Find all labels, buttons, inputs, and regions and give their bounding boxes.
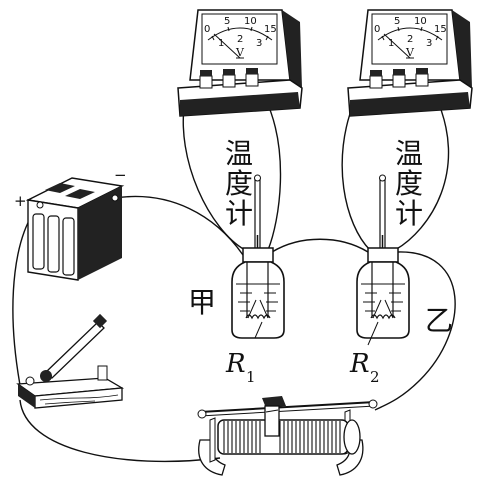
voltmeter-left: 0 5 10 15 1 2 3 V [177,9,303,117]
thermometer-left-char-1: 温 [225,137,253,170]
thermometer-label-left: 温 度 计 [225,137,253,230]
voltmeter-right-dial-arc [377,27,443,41]
jar-right-coil [371,262,394,318]
thermometer-right-char-2: 度 [395,167,423,200]
thermometer-left-char-2: 度 [225,167,253,200]
voltmeter-right-scale-2: 2 [407,34,413,45]
battery: + − [14,166,127,281]
wire-switch-to-rheostat [19,399,221,463]
resistor-left-pointer [254,321,263,339]
battery-plus-label: + [14,192,27,210]
rheostat-slider [262,396,286,437]
wire-voltmeter-left-b [264,97,282,251]
resistor-left-subscript: 1 [246,368,256,386]
wire-jar-left-to-jar-right [271,238,369,253]
wire-battery-to-jar-left [114,195,244,256]
voltmeter-right-terminals [369,68,429,89]
voltmeter-left-scale-10: 10 [244,16,257,27]
jar-left-liquid [236,283,280,312]
wire-voltmeter-right-b [394,94,450,251]
thermometer-left-char-3: 计 [225,197,253,230]
wire-voltmeter-right-a [341,99,371,251]
voltmeter-left-scale-0: 0 [204,24,210,35]
voltmeter-left-scale-1: 1 [218,38,224,49]
voltmeter-left-terminals [199,68,259,89]
voltmeter-left-needle [213,33,241,59]
voltmeter-right-scale-3: 3 [426,38,432,49]
jar-left-coil [246,262,269,318]
voltmeter-left-scale-15: 15 [264,24,277,35]
voltmeter-right-scale-5: 5 [394,16,400,27]
voltmeter-left-scale-5: 5 [224,16,230,27]
rheostat-windings [223,421,341,453]
wire-jar-right-to-rheostat [374,251,456,411]
voltmeter-left-scale-2: 2 [237,34,243,45]
resistor-right-label: R 2 [349,349,380,386]
voltmeter-right-scale-15: 15 [434,24,447,35]
voltmeter-right-needle [383,33,411,59]
voltmeter-left-dial-arc [207,27,273,41]
jar-right-label: 乙 [425,304,453,337]
jar-right [356,247,410,339]
battery-terminal-left [36,201,44,209]
voltmeter-right-scale-1: 1 [388,38,394,49]
switch-handle [92,313,108,329]
voltmeter-right-scale-0: 0 [374,24,380,35]
voltmeter-left-unit: V [235,46,245,59]
jar-left [231,247,285,339]
battery-terminal-right [111,194,119,202]
thermometer-right-char-1: 温 [395,137,423,170]
voltmeter-right: 0 5 10 15 1 2 3 V [347,9,473,117]
battery-minus-label: − [114,166,127,184]
thermometer-label-right: 温 度 计 [395,137,423,230]
resistor-left-symbol: R [225,349,246,379]
wire-voltmeter-left-a [182,99,246,251]
voltmeter-right-unit: V [405,46,415,59]
jar-left-label: 甲 [188,286,216,319]
voltmeter-right-scale-10: 10 [414,16,427,27]
switch-wood-grain [39,394,119,405]
thermometer-right-char-3: 计 [395,197,423,230]
resistor-left-label: R 1 [225,349,256,386]
rheostat [197,396,378,476]
voltmeter-left-scale-3: 3 [256,38,262,49]
resistor-right-symbol: R [349,349,370,379]
knife-switch [16,313,125,409]
battery-cells [32,213,75,276]
resistor-right-pointer [367,321,379,346]
resistor-right-subscript: 2 [370,368,380,386]
switch-blade [45,321,105,379]
